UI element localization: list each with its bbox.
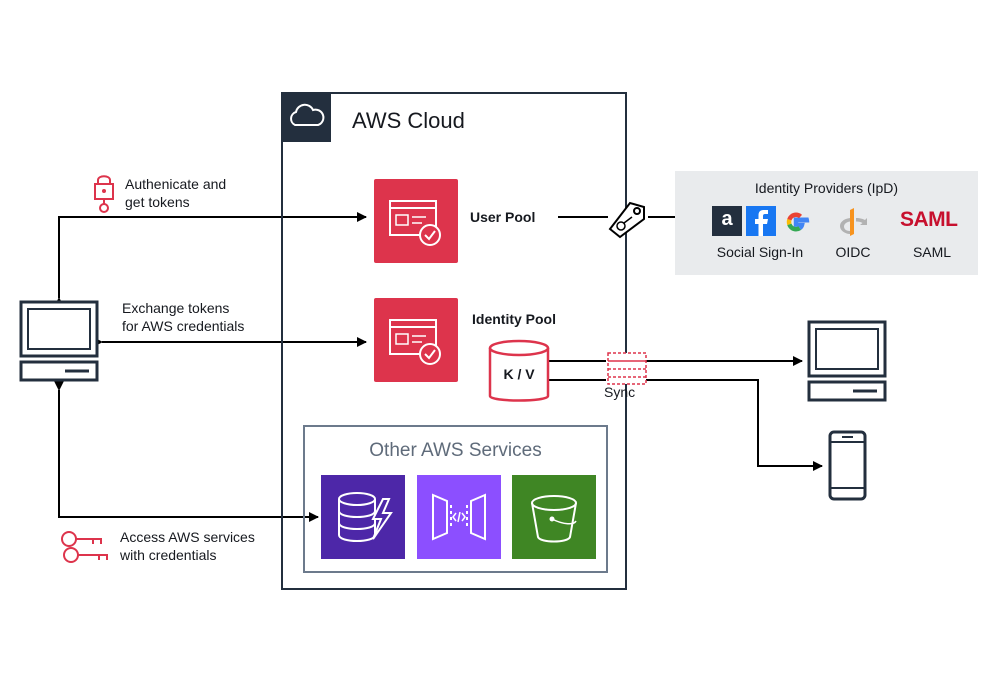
oidc-label: OIDC xyxy=(835,244,871,260)
keys-icon xyxy=(61,531,108,563)
saml-label: SAML xyxy=(912,244,952,260)
dynamodb-icon[interactable] xyxy=(321,475,405,559)
authenticate-note: Authenicate and get tokens xyxy=(125,176,227,210)
amazon-icon: a xyxy=(712,206,742,236)
desktop-computer-icon xyxy=(19,300,99,382)
openid-icon xyxy=(840,208,867,236)
client-desktop-icon xyxy=(807,320,887,402)
social-signin-label: Social Sign-In xyxy=(716,244,804,260)
kv-label: K / V xyxy=(503,366,535,382)
idp-title: Identity Providers (IpD) xyxy=(754,180,899,196)
cloud-title: AWS Cloud xyxy=(352,108,465,133)
api-gateway-icon[interactable] xyxy=(417,475,501,559)
access-note: Access AWS services with credentials xyxy=(120,529,255,563)
google-icon xyxy=(786,212,810,232)
other-services-group xyxy=(303,425,608,573)
cloud-badge xyxy=(281,92,331,142)
database-cylinder-icon xyxy=(488,339,550,402)
cognito-user-pool-icon[interactable] xyxy=(374,179,458,263)
lock-key-icon xyxy=(94,175,114,213)
aws-cloud-group xyxy=(281,92,627,590)
auth-connector xyxy=(54,212,367,307)
saml-logo: SAML xyxy=(900,208,958,231)
sync-label: Sync xyxy=(604,384,636,400)
sync-icon xyxy=(607,352,647,385)
access-connector xyxy=(54,381,319,522)
identity-pool-label: Identity Pool xyxy=(472,311,556,327)
facebook-icon xyxy=(746,206,776,236)
s3-bucket-icon[interactable] xyxy=(512,475,596,559)
amazon-logo-letter: a xyxy=(721,208,733,230)
exchange-note: Exchange tokens for AWS credentials xyxy=(122,300,245,334)
cloud-icon xyxy=(290,103,325,126)
other-services-title: Other AWS Services xyxy=(369,440,542,461)
mobile-phone-icon xyxy=(828,430,867,501)
tag-key-icon xyxy=(608,201,645,239)
user-pool-label: User Pool xyxy=(470,209,536,225)
sync-to-phone-connector xyxy=(646,379,823,471)
cognito-identity-pool-icon[interactable] xyxy=(374,298,458,382)
